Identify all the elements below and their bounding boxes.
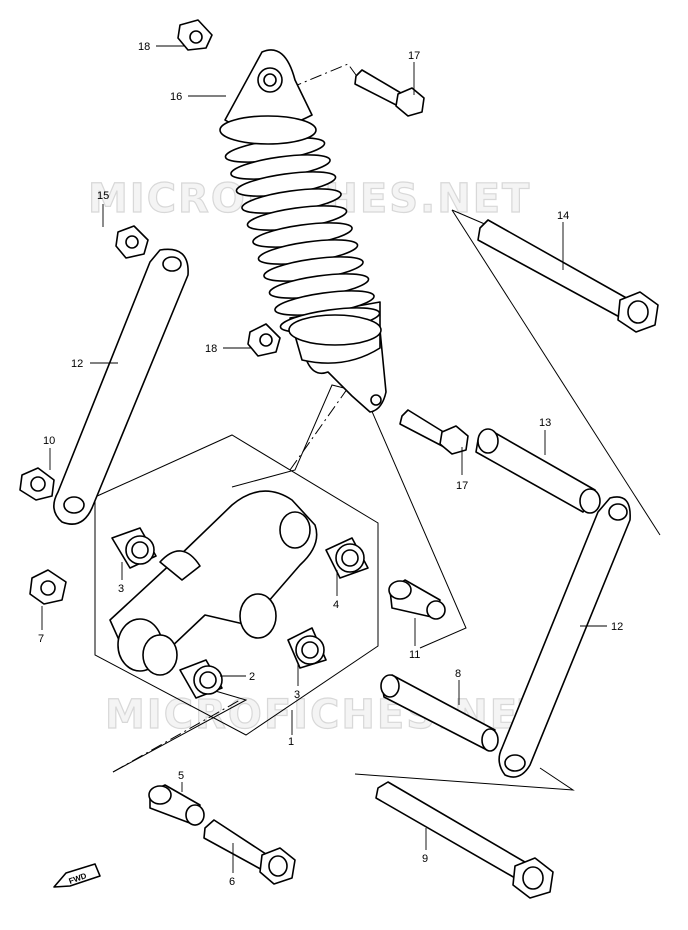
callout-leaders bbox=[41, 45, 607, 873]
nut-18-upper bbox=[177, 19, 213, 51]
spacer-5 bbox=[148, 784, 205, 826]
nut-10 bbox=[19, 467, 55, 501]
bolt-14 bbox=[477, 219, 659, 333]
callout-10: 10 bbox=[43, 435, 55, 447]
bearing-2 bbox=[179, 659, 223, 699]
bolt-6 bbox=[203, 819, 296, 885]
spacer-8 bbox=[380, 674, 499, 752]
bolt-9 bbox=[375, 781, 554, 899]
cushion-rod-left bbox=[53, 248, 189, 525]
callout-11: 11 bbox=[409, 649, 420, 661]
callout-14: 14 bbox=[557, 210, 569, 222]
callout-12-left: 12 bbox=[71, 358, 83, 370]
callout-18-lower: 18 bbox=[205, 343, 217, 355]
callout-labels: 18 16 17 15 14 18 12 10 13 17 3 4 7 12 1… bbox=[38, 41, 623, 888]
bearing-3-left bbox=[111, 527, 157, 569]
bearing-4 bbox=[325, 537, 369, 579]
callout-7: 7 bbox=[38, 633, 44, 645]
callout-17-lower: 17 bbox=[456, 480, 468, 492]
callout-3-left: 3 bbox=[118, 583, 124, 595]
callout-8: 8 bbox=[455, 668, 461, 680]
callout-17-upper: 17 bbox=[408, 50, 420, 62]
callout-12-right: 12 bbox=[611, 621, 623, 633]
cushion-lever bbox=[109, 490, 318, 676]
callout-16: 16 bbox=[170, 91, 182, 103]
spacer-11 bbox=[388, 579, 446, 620]
bearing-3-right bbox=[287, 627, 327, 669]
nut-7 bbox=[29, 569, 67, 605]
callout-2: 2 bbox=[249, 671, 255, 683]
callout-9: 9 bbox=[422, 853, 428, 865]
lever-assembly-frame bbox=[94, 434, 379, 736]
callout-5: 5 bbox=[178, 770, 184, 782]
callout-13: 13 bbox=[539, 417, 551, 429]
nut-18-lower bbox=[247, 323, 281, 357]
shock-absorber bbox=[219, 49, 387, 413]
bolt-17-upper bbox=[354, 69, 425, 117]
callout-3-right: 3 bbox=[294, 689, 300, 701]
callout-18-upper: 18 bbox=[138, 41, 150, 53]
callout-15: 15 bbox=[97, 190, 109, 202]
bolt-17-lower bbox=[399, 409, 469, 455]
spacer-13 bbox=[475, 428, 601, 514]
callout-1: 1 bbox=[288, 736, 294, 748]
callout-6: 6 bbox=[229, 876, 235, 888]
nut-15 bbox=[115, 225, 149, 259]
callout-4: 4 bbox=[333, 599, 339, 611]
cushion-rod-right bbox=[498, 496, 631, 778]
fwd-arrow-icon: FWD bbox=[53, 863, 101, 888]
